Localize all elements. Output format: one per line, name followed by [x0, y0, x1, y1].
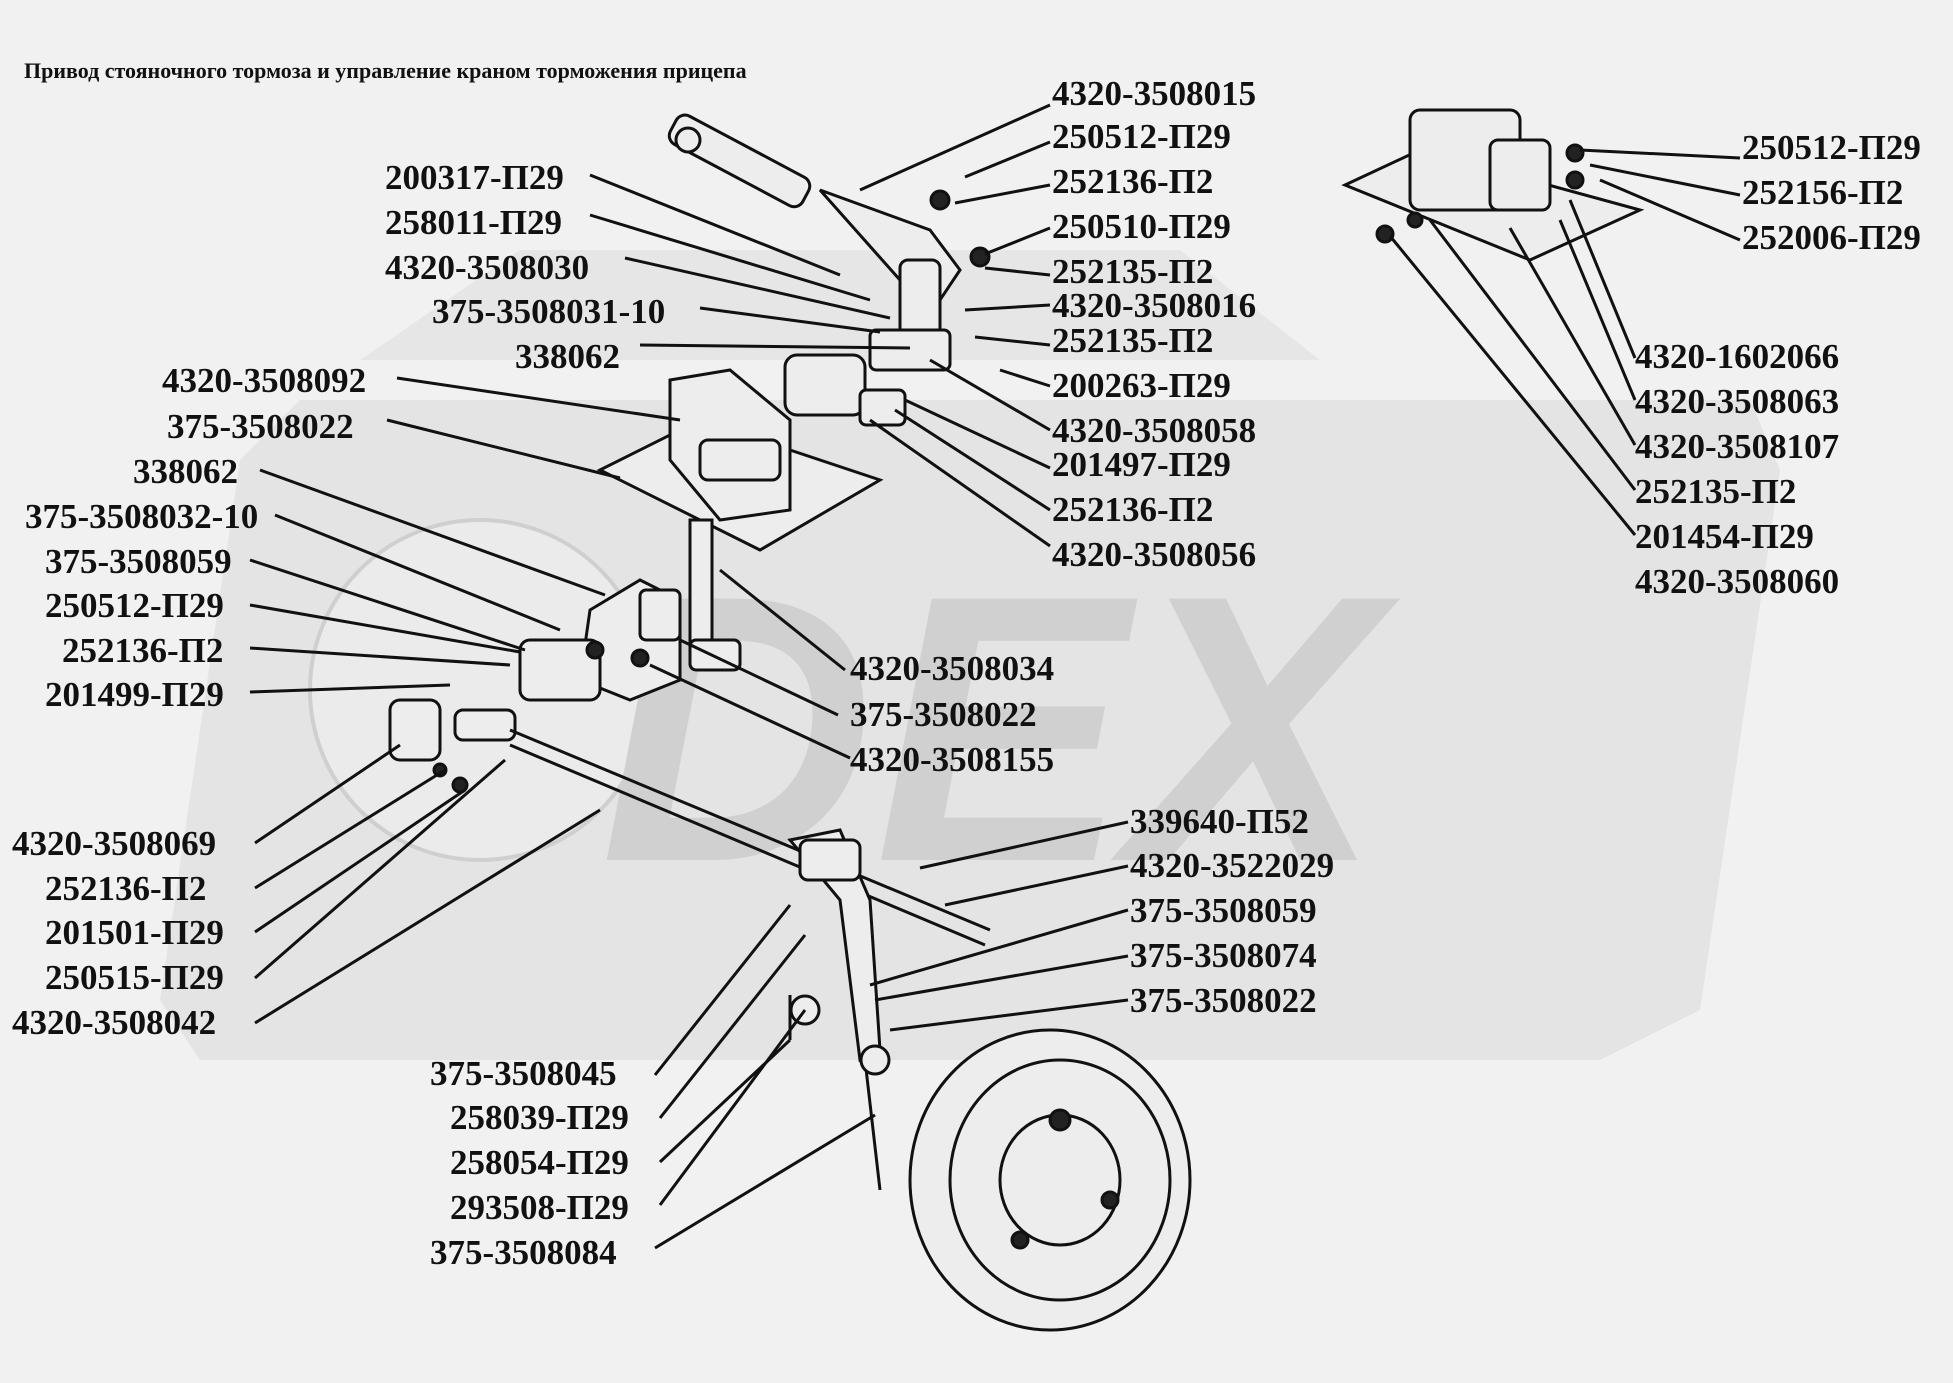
part-label: 258054-П29	[450, 1143, 629, 1182]
part-label: 293508-П29	[450, 1188, 629, 1227]
part-label: 4320-3508063	[1635, 382, 1839, 421]
part-labels: 4320-3508015 250512-П29 252136-П2 250510…	[12, 74, 1921, 1272]
part-label: 4320-1602066	[1635, 337, 1839, 376]
part-label: 375-3508059	[45, 542, 232, 581]
part-label: 4320-3508030	[385, 248, 589, 287]
part-label: 200263-П29	[1052, 366, 1231, 405]
part-label: 258011-П29	[385, 203, 562, 242]
part-label: 200317-П29	[385, 158, 564, 197]
part-label: 250512-П29	[1742, 128, 1921, 167]
intermediate-lever	[787, 828, 891, 1191]
part-label: 252136-П2	[1052, 490, 1213, 529]
brake-valve-bracket	[518, 578, 682, 702]
part-label: 201497-П29	[1052, 445, 1231, 484]
part-label: 258039-П29	[450, 1098, 629, 1137]
part-label: 252135-П2	[1635, 472, 1796, 511]
part-label: 4320-3508155	[850, 740, 1054, 779]
diagram-title: Привод стояночного тормоза и управление …	[24, 58, 747, 83]
brake-drum	[908, 1028, 1192, 1332]
watermark-logo: DEX	[160, 250, 1780, 1060]
part-label: 338062	[133, 452, 238, 491]
part-label: 4320-3508015	[1052, 74, 1256, 113]
part-label: 252136-П2	[62, 631, 223, 670]
part-label: 201454-П29	[1635, 517, 1814, 556]
part-label: 339640-П52	[1130, 802, 1309, 841]
part-label: 252135-П2	[1052, 321, 1213, 360]
part-label: 4320-3508042	[12, 1003, 216, 1042]
part-label: 375-3508045	[430, 1054, 617, 1093]
part-label: 4320-3508016	[1052, 286, 1256, 325]
part-label: 201501-П29	[45, 913, 224, 952]
part-label: 375-3508022	[850, 695, 1037, 734]
part-label: 375-3508084	[430, 1233, 617, 1272]
leader-lines	[249, 103, 1741, 1250]
part-label: 4320-3522029	[1130, 846, 1334, 885]
part-label: 375-3508031-10	[432, 292, 665, 331]
lever-assembly	[667, 113, 991, 427]
part-label: 375-3508022	[167, 407, 354, 446]
trailer-valve-assembly	[1341, 108, 1645, 262]
part-label: 252156-П2	[1742, 173, 1903, 212]
part-label: 4320-3508056	[1052, 535, 1256, 574]
part-label: 4320-3508034	[850, 649, 1054, 688]
watermark-text: DEX	[600, 516, 1401, 941]
part-label: 375-3508032-10	[25, 497, 258, 536]
part-label: 250515-П29	[45, 958, 224, 997]
part-label: 201499-П29	[45, 675, 224, 714]
part-label: 250510-П29	[1052, 207, 1231, 246]
part-label: 252135-П2	[1052, 252, 1213, 291]
mounting-plate	[596, 368, 884, 672]
part-label: 250512-П29	[1052, 117, 1231, 156]
part-label: 4320-3508069	[12, 824, 216, 863]
part-label: 252136-П2	[45, 869, 206, 908]
part-label: 375-3508022	[1130, 981, 1317, 1020]
part-label: 375-3508074	[1130, 936, 1317, 975]
part-label: 375-3508059	[1130, 891, 1317, 930]
part-label: 252006-П29	[1742, 218, 1921, 257]
part-label: 4320-3508058	[1052, 411, 1256, 450]
part-label: 4320-3508092	[162, 361, 366, 400]
part-label: 338062	[515, 337, 620, 376]
part-label: 4320-3508060	[1635, 562, 1839, 601]
part-label: 252136-П2	[1052, 162, 1213, 201]
linkage-rod	[388, 698, 991, 947]
part-label: 4320-3508107	[1635, 427, 1839, 466]
part-label: 250512-П29	[45, 586, 224, 625]
